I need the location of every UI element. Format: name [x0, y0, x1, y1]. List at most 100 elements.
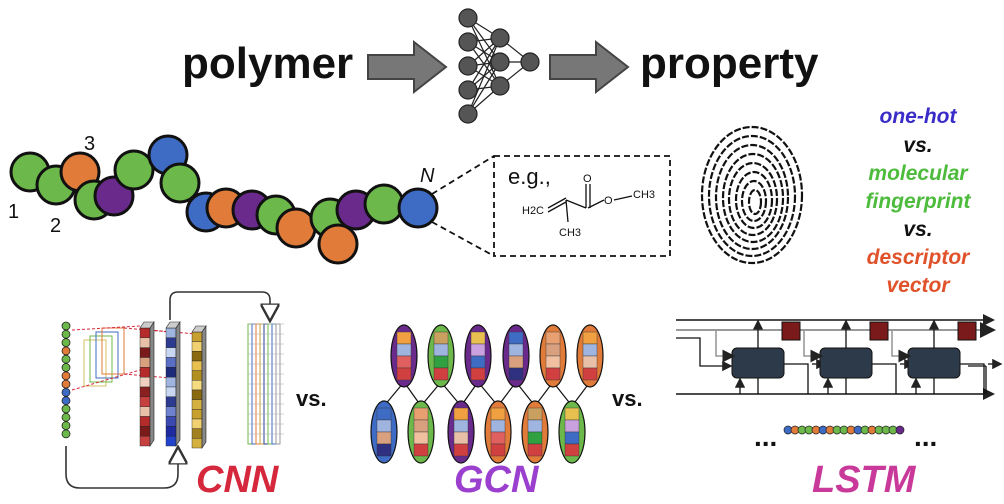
gcn-node-feature [545, 355, 561, 369]
feature-side [201, 325, 207, 449]
feature-cell [139, 406, 151, 417]
vs-separator-1: vs. [296, 386, 327, 411]
gcn-node-feature [527, 443, 543, 457]
gcn-node-feature [433, 355, 449, 369]
cnn-bead [61, 321, 71, 331]
arrow-right-icon [549, 39, 630, 95]
lstm-gate [957, 321, 977, 341]
lstm-cell [819, 347, 873, 379]
cnn-bead [61, 363, 71, 372]
feature-cell [191, 399, 203, 410]
gcn-node-feature [396, 343, 412, 357]
feature-cell [165, 337, 177, 348]
rep-vs-1: vs. [903, 134, 932, 157]
feature-cell [191, 351, 203, 362]
feature-cell [139, 327, 151, 339]
lstm-input-sequence [783, 425, 905, 435]
gcn-node-feature [433, 343, 449, 357]
gcn-node-feature [396, 331, 412, 345]
monomer-structure [547, 184, 633, 223]
lstm-ellipsis-right: ... [914, 421, 937, 452]
feature-cell [191, 389, 203, 400]
neural-network-icon [458, 8, 540, 124]
fingerprint-icon [700, 125, 804, 265]
feature-cell [139, 435, 151, 447]
representation-list: one-hot vs. molecular fingerprint vs. de… [866, 105, 972, 297]
gcn-node-feature [413, 443, 429, 457]
feature-cell [191, 331, 203, 342]
feature-cell [165, 396, 177, 407]
gcn-node-feature [490, 419, 506, 433]
rep-vs-2: vs. [903, 218, 932, 241]
model-label-cnn: CNN [196, 459, 280, 501]
model-label-lstm: LSTM [812, 459, 917, 501]
gcn-node-feature [470, 367, 486, 381]
gcn-node-feature [508, 331, 524, 345]
cnn-bead [61, 346, 71, 356]
cnn-bead [61, 396, 71, 406]
gcn-node-feature [413, 419, 429, 433]
gcn-node-feature [470, 331, 486, 345]
feature-side [175, 321, 181, 447]
rep-descriptor: descriptor [867, 246, 972, 269]
cnn-bead [61, 404, 71, 414]
cnn-bead [61, 429, 71, 439]
gcn-node-feature [527, 419, 543, 433]
lstm-cell [731, 347, 785, 379]
feature-cell [191, 370, 203, 381]
feature-cell [139, 347, 151, 358]
feature-cell [139, 426, 151, 437]
lstm-edge [715, 330, 736, 363]
gcn-node-feature [453, 443, 469, 457]
gcn-node-feature [376, 419, 392, 433]
cnn-feature-map-2 [165, 321, 181, 447]
rep-vector: vector [886, 274, 951, 297]
feature-cell [165, 367, 177, 378]
lstm-edge [960, 363, 985, 394]
gcn-node-feature [470, 343, 486, 357]
gcn-node-feature [564, 431, 580, 445]
gcn-node-feature [527, 431, 543, 445]
cnn-bead [61, 412, 71, 422]
gcn-node-feature [582, 367, 598, 381]
atom-ch3-ester: CH3 [633, 189, 655, 201]
zoom-line-bottom [431, 221, 495, 257]
feature-cell [191, 418, 203, 429]
rep-fingerprint: fingerprint [866, 190, 972, 213]
property-label: property [640, 39, 819, 88]
polymer-chain [9, 134, 439, 265]
feature-cell [139, 357, 151, 368]
cnn-feature-map-1 [139, 321, 155, 447]
chain-index-2: 2 [50, 215, 61, 237]
gcn-node-feature [433, 331, 449, 345]
cnn-bead [61, 387, 71, 397]
feature-cell [191, 409, 203, 420]
gcn-diagram [370, 324, 604, 464]
feature-cell [139, 376, 151, 388]
feature-cell [191, 438, 203, 449]
gcn-node-feature [453, 431, 469, 445]
rep-molecular: molecular [868, 162, 969, 185]
feature-cell [165, 357, 177, 368]
gcn-node-feature [376, 431, 392, 445]
cnn-feature-map-3 [191, 325, 207, 449]
lstm-cell [907, 347, 961, 379]
vs-separator-2: vs. [612, 386, 643, 411]
feature-cell [139, 396, 151, 407]
cnn-output-layer [247, 323, 284, 445]
atom-o-carbonyl: O [583, 173, 592, 185]
feature-cell [165, 386, 177, 398]
gcn-node-feature [376, 443, 392, 457]
gcn-node-feature [396, 355, 412, 369]
gcn-node-feature [433, 367, 449, 381]
cnn-bead [61, 354, 71, 364]
feature-cell [165, 347, 177, 358]
feature-cell [165, 406, 177, 417]
feature-cell [165, 327, 177, 339]
feature-cell [139, 367, 151, 378]
feature-cell [165, 435, 177, 447]
atom-ch3-alpha: CH3 [559, 227, 581, 239]
lstm-diagram [676, 314, 1003, 400]
cnn-bead [61, 371, 71, 381]
